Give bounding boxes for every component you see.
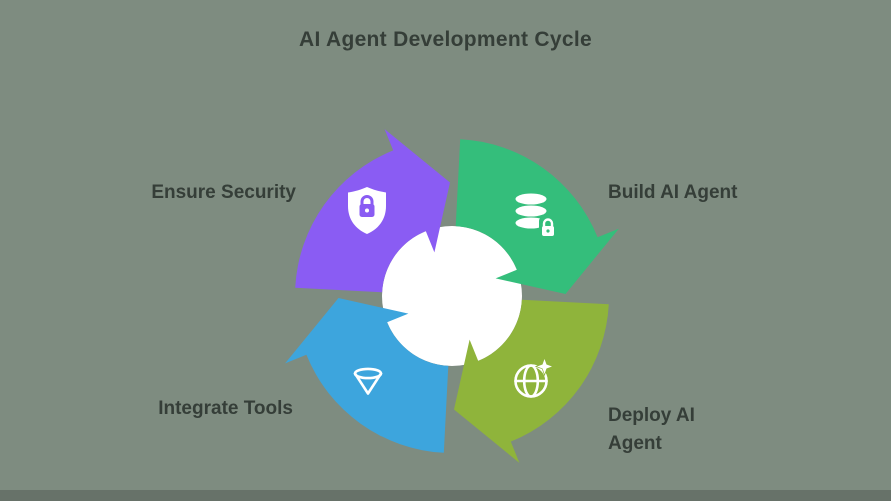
lock-badge: [539, 217, 557, 237]
segment-label-integrate-tools: Integrate Tools: [158, 398, 293, 419]
lock-shackle: [360, 195, 374, 206]
sparkle-shape: [537, 359, 552, 374]
segment-label-deploy-ai-agent: Deploy AI Agent: [608, 405, 695, 454]
database-disk: [515, 205, 547, 217]
segment-arrow-build-ai-agent: [455, 139, 619, 294]
segment-label-ensure-security: Ensure Security: [151, 182, 296, 203]
lock-shackle: [542, 218, 554, 228]
segment-label-build-ai-agent: Build AI Agent: [608, 182, 738, 203]
funnel-icon: [353, 367, 383, 395]
globe-sparkle-icon: [514, 356, 555, 398]
bottom-edge-strip: [0, 490, 891, 501]
page-title: AI Agent Development Cycle: [299, 28, 592, 51]
donut-hole: [382, 226, 522, 366]
funnel-cone: [353, 372, 383, 395]
database-disk: [515, 217, 547, 229]
segment-arrow-integrate-tools: [285, 298, 449, 453]
lock-keyhole: [546, 229, 550, 233]
shield-lock-icon: [348, 187, 386, 234]
lock-keyhole: [365, 208, 369, 213]
sparkle-star: [534, 356, 555, 377]
database-lock-icon: [515, 193, 557, 237]
database-disk: [515, 193, 547, 205]
